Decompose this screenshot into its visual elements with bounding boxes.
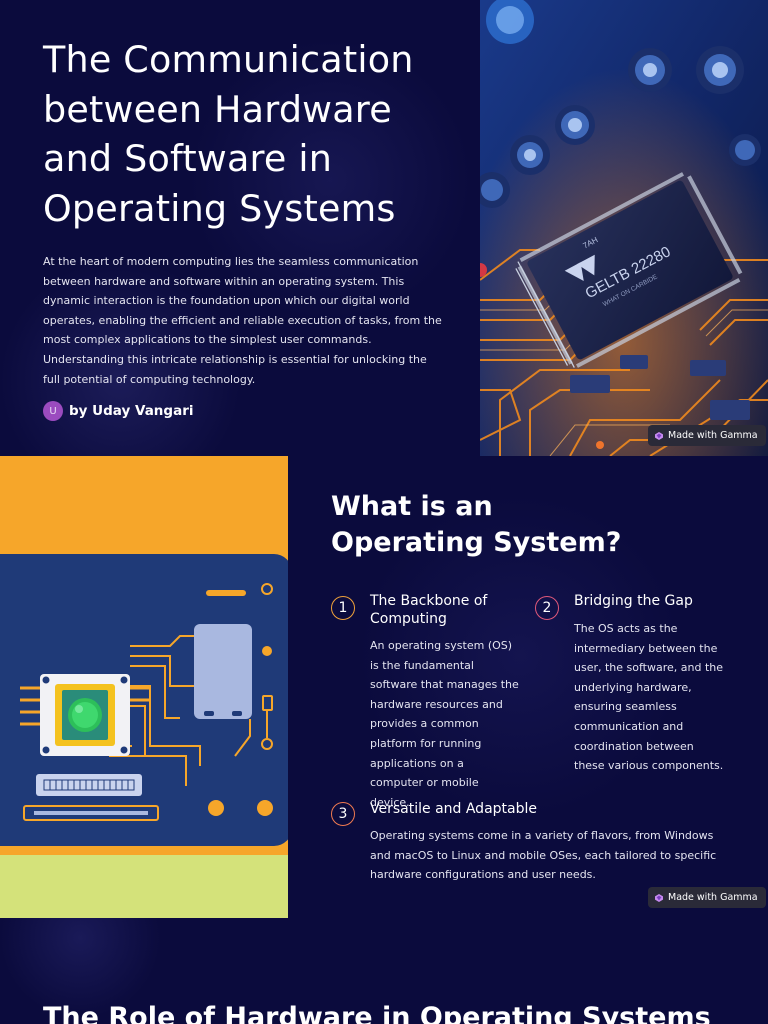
badge-label: Made with Gamma (668, 892, 758, 903)
os-definition-slide: What is an Operating System? 1 The Backb… (0, 456, 768, 918)
gamma-logo-icon (655, 893, 663, 902)
author-byline: U by Uday Vangari (43, 401, 193, 421)
made-with-gamma-badge[interactable]: Made with Gamma (648, 887, 766, 908)
motherboard-illustration (0, 456, 288, 918)
slide-title: What is an Operating System? (331, 491, 622, 558)
author-name: by Uday Vangari (69, 403, 194, 419)
slide-title: The Communication between Hardware and S… (43, 38, 414, 230)
gamma-logo-icon (655, 431, 663, 440)
item-title-3: Versatile and Adaptable (370, 801, 537, 817)
item-title-1: The Backbone of Computing (370, 593, 488, 627)
item-body-2: The OS acts as the intermediary between … (574, 622, 724, 773)
intro-paragraph: At the heart of modern computing lies th… (43, 255, 442, 386)
item-body-3: Operating systems come in a variety of f… (370, 829, 717, 882)
item-body-1: An operating system (OS) is the fundamen… (370, 639, 519, 809)
circuit-board-photo: 7AH GELTB 22280 WHAT ON CARBIDE (480, 0, 768, 456)
step-number-1: 1 (331, 596, 355, 620)
made-with-gamma-badge[interactable]: Made with Gamma (648, 425, 766, 446)
title-slide: The Communication between Hardware and S… (0, 0, 768, 456)
avatar: U (43, 401, 63, 421)
item-title-2: Bridging the Gap (574, 593, 693, 609)
slide-title: The Role of Hardware in Operating System… (43, 1002, 711, 1024)
step-number-2: 2 (535, 596, 559, 620)
hardware-role-slide: The Role of Hardware in Operating System… (0, 918, 768, 1024)
step-number-3: 3 (331, 802, 355, 826)
badge-label: Made with Gamma (668, 430, 758, 441)
